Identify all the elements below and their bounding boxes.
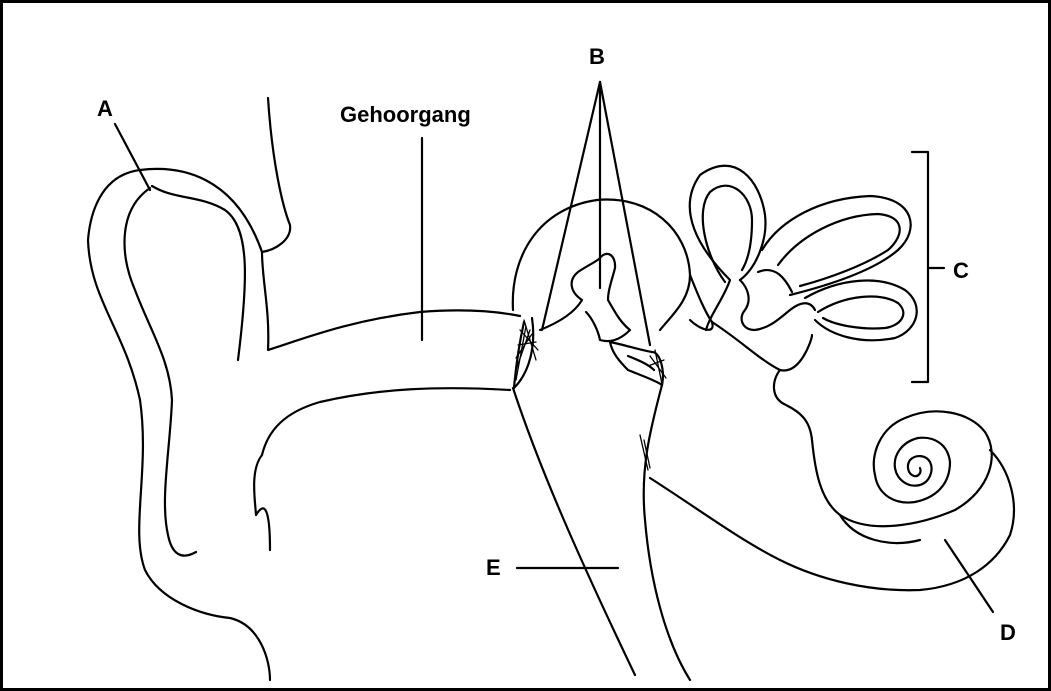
label-b: B — [589, 46, 605, 68]
label-e: E — [486, 557, 501, 579]
inner-ear — [650, 166, 1014, 590]
label-a: A — [97, 98, 113, 120]
bracket-c — [912, 152, 944, 382]
label-c: C — [953, 260, 969, 282]
pointer-b-left — [542, 82, 600, 330]
outer-ear — [88, 98, 520, 680]
eustachian-tube — [513, 385, 690, 680]
pointer-b-right — [600, 82, 650, 345]
middle-ear — [513, 200, 690, 388]
label-pointers — [115, 82, 993, 612]
label-d: D — [1000, 622, 1016, 644]
pointer-d — [945, 540, 993, 612]
label-ear-canal: Gehoorgang — [340, 104, 471, 126]
pointer-a — [115, 124, 150, 190]
